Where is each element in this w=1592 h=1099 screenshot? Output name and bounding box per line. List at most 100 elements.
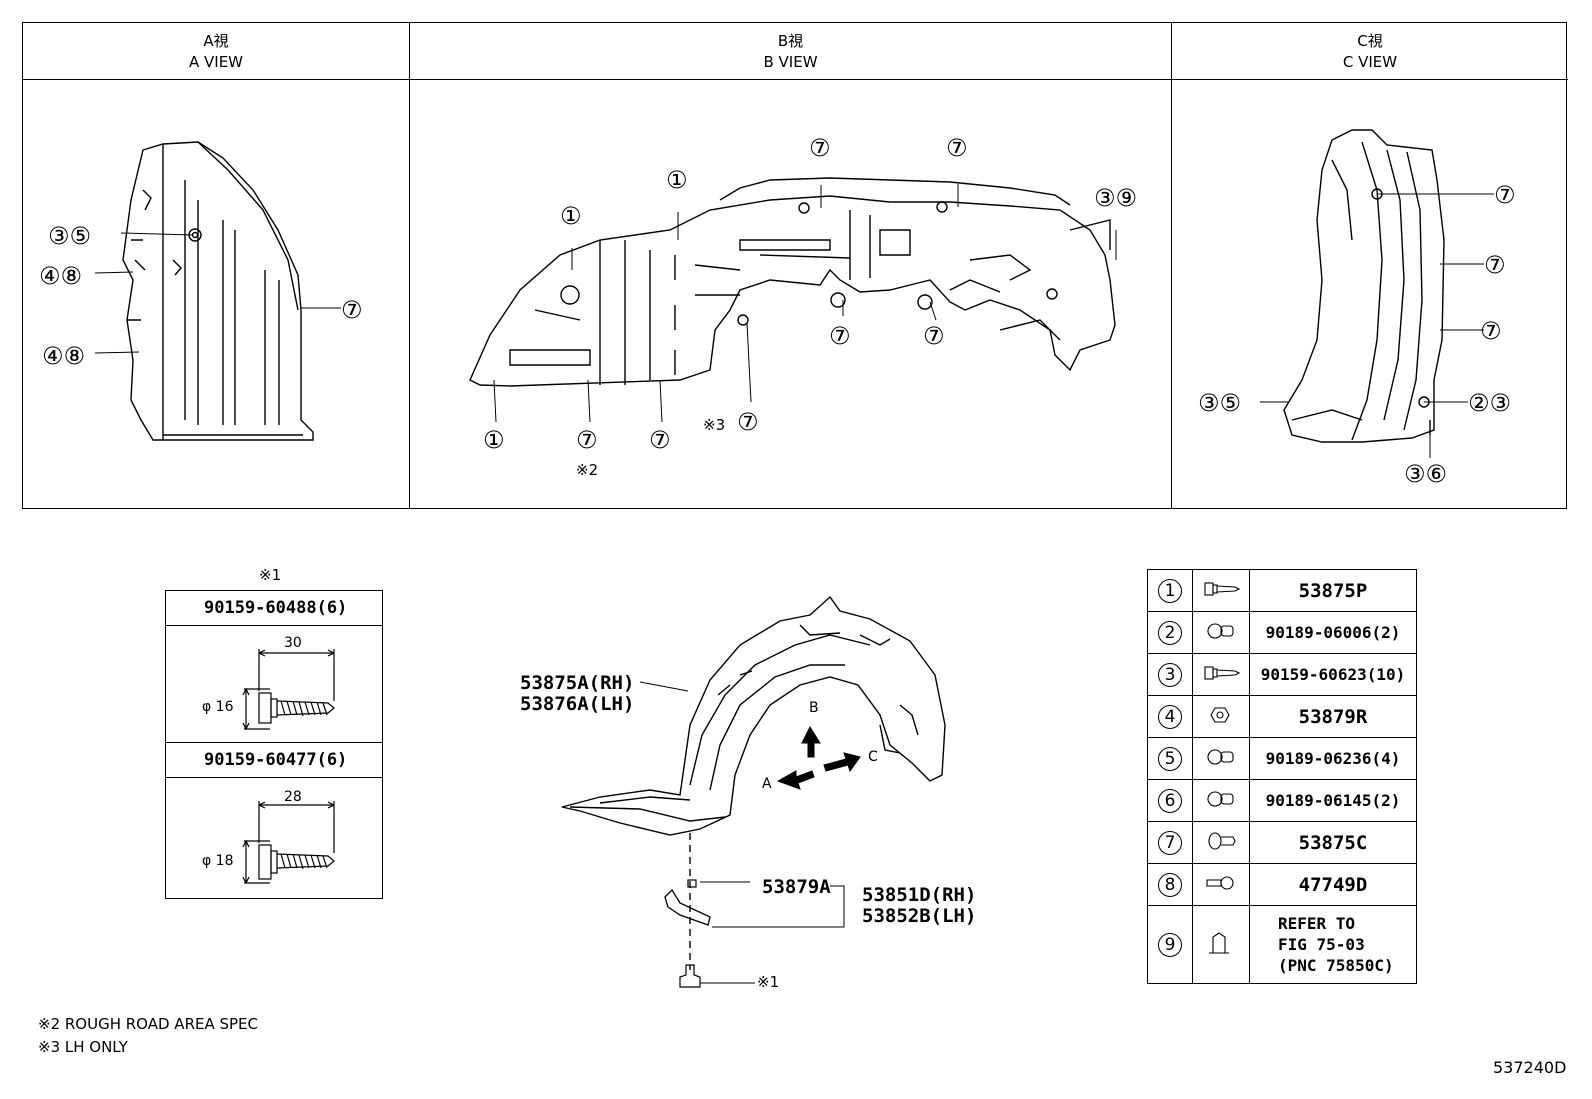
bolt-row-1-diameter: φ 16 (202, 699, 234, 715)
arrow-c-label: C (868, 749, 878, 765)
a-callout-4-8-lower: ④⑧ (42, 342, 86, 370)
b-callout-7-mid-left: ⑦ (829, 322, 851, 350)
part-num-2: 2 (1158, 620, 1182, 645)
push-clip-icon (1208, 831, 1236, 850)
c-callout-7-mid: ⑦ (1484, 251, 1506, 279)
b-note-ref-2: ※2 (576, 461, 599, 479)
liner-rh-label: 53875A(RH) (520, 672, 635, 694)
part-code-2: 90189-06006(2) (1249, 611, 1417, 654)
a-view-panel: A視 A VIEW (23, 23, 409, 508)
parts-row: 2 90189-06006(2) (1147, 611, 1417, 654)
a-view-title-jp: A視 (203, 32, 229, 50)
bolt-row-2-length: 28 (284, 789, 302, 805)
a-view-title-en: A VIEW (188, 53, 244, 71)
b-callout-7-top-right: ⑦ (946, 134, 968, 162)
c-view-header: C視 C VIEW (1172, 23, 1568, 80)
part-num-5: 5 (1158, 746, 1182, 771)
c-view-title-en: C VIEW (1342, 53, 1398, 71)
b-callout-1-left: ① (560, 202, 582, 230)
parts-row: 7 53875C (1147, 821, 1417, 864)
part-code-5: 90189-06236(4) (1249, 737, 1417, 780)
bracket-lh-label: 53852B(LH) (862, 905, 977, 927)
bolt-row-2-part: 90159-60477(6) (204, 750, 348, 770)
a-callout-3-5: ③⑤ (48, 222, 92, 250)
parts-row: 4 53879R (1147, 695, 1417, 738)
b-view-title-en: B VIEW (763, 53, 818, 71)
parts-row: 3 90159-60623(10) (1147, 653, 1417, 696)
b-view-header: B視 B VIEW (410, 23, 1171, 80)
part-num-9: 9 (1158, 932, 1182, 957)
nut-icon (1210, 706, 1230, 723)
clip-label: 53879A (762, 876, 831, 898)
bolt-row-2-header: 90159-60477(6) (166, 742, 382, 778)
c-view-drawing: ⑦ ⑦ ⑦ ③⑤ ②③ ③⑥ (1172, 80, 1568, 508)
c-callout-3-6: ③⑥ (1404, 460, 1448, 488)
c-callout-2-3: ②③ (1468, 389, 1512, 417)
a-callout-4-8-upper: ④⑧ (39, 262, 83, 290)
bolt-row-1-part: 90159-60488(6) (204, 598, 348, 618)
part-code-8: 47749D (1249, 863, 1417, 906)
b-view-title-jp: B視 (777, 32, 804, 50)
fastener-icon (1206, 875, 1234, 890)
part-num-3: 3 (1158, 662, 1182, 687)
b-note-ref-3: ※3 (703, 416, 726, 434)
parts-row: 5 90189-06236(4) (1147, 737, 1417, 780)
main-exploded-view (561, 595, 946, 988)
b-callout-7-mid-right: ⑦ (923, 322, 945, 350)
bolt-detail-table: 90159-60488(6) 90159-60477(6) (165, 590, 383, 899)
a-view-liner-drawing (94, 141, 341, 441)
b-callout-1-center: ① (666, 166, 688, 194)
c-callout-3-5: ③⑤ (1198, 389, 1242, 417)
clip-icon (1207, 748, 1234, 765)
figure-id: 537240D (1493, 1058, 1567, 1077)
footnote-lh-only: ※3 LH ONLY (38, 1038, 128, 1056)
bolt-row-1-length: 30 (284, 635, 302, 651)
b-callout-7-bottom-1: ⑦ (576, 426, 598, 454)
a-view-drawing: ③⑤ ④⑧ ④⑧ ⑦ (23, 80, 409, 508)
part-num-8: 8 (1158, 872, 1182, 897)
b-view-panel: B視 B VIEW (409, 23, 1171, 508)
b-callout-7-bottom-3: ⑦ (737, 408, 759, 436)
parts-row: 1 53875P (1147, 569, 1417, 612)
parts-row: 8 47749D (1147, 863, 1417, 906)
parts-row: 9 REFER TO FIG 75-03 (PNC 75850C) (1147, 905, 1417, 984)
clip-icon (1207, 790, 1234, 807)
part-code-1: 53875P (1249, 569, 1417, 612)
bolt-row-1-header: 90159-60488(6) (166, 591, 382, 626)
bracket-rh-label: 53851D(RH) (862, 884, 977, 906)
part-code-9: REFER TO FIG 75-03 (PNC 75850C) (1249, 905, 1417, 984)
b-callout-7-bottom-2: ⑦ (649, 426, 671, 454)
part-code-4: 53879R (1249, 695, 1417, 738)
bolt-row-2-diameter: φ 18 (202, 853, 234, 869)
bolt-icon (1204, 581, 1241, 596)
part-code-6: 90189-06145(2) (1249, 779, 1417, 822)
b-callout-7-top-left: ⑦ (809, 134, 831, 162)
part-num-4: 4 (1158, 704, 1182, 729)
a-view-header: A視 A VIEW (23, 23, 409, 80)
bolt-table-note: ※1 (259, 566, 282, 584)
b-callout-1-bottom: ① (483, 426, 505, 454)
arrow-a-label: A (762, 776, 772, 792)
retainer-icon (1209, 931, 1229, 954)
part-code-3: 90159-60623(10) (1249, 653, 1417, 696)
c-view-title-jp: C視 (1357, 32, 1383, 50)
screw-icon (1204, 665, 1241, 680)
part-code-7: 53875C (1249, 821, 1417, 864)
bolt-drawings (242, 649, 335, 884)
b-view-liner-drawing (469, 177, 1117, 423)
liner-lh-label: 53876A(LH) (520, 693, 635, 715)
parts-row: 6 90189-06145(2) (1147, 779, 1417, 822)
part-num-7: 7 (1158, 830, 1182, 855)
c-callout-7-top: ⑦ (1494, 181, 1516, 209)
bottom-bolt-ref: ※1 (757, 973, 780, 991)
part-num-6: 6 (1158, 788, 1182, 813)
view-panels: A視 A VIEW (22, 22, 1568, 509)
b-view-drawing: ① ① ⑦ ⑦ ③⑨ ⑦ ⑦ ① ⑦ ⑦ ⑦ ※3 ※2 (410, 80, 1171, 508)
arrow-b-label: B (809, 700, 819, 716)
part-num-1: 1 (1158, 578, 1182, 603)
c-view-panel: C視 C VIEW (1171, 23, 1568, 508)
clip-icon (1207, 622, 1234, 639)
a-callout-7: ⑦ (341, 296, 363, 324)
b-callout-3-9: ③⑨ (1094, 184, 1138, 212)
c-view-liner-drawing (1260, 129, 1494, 458)
